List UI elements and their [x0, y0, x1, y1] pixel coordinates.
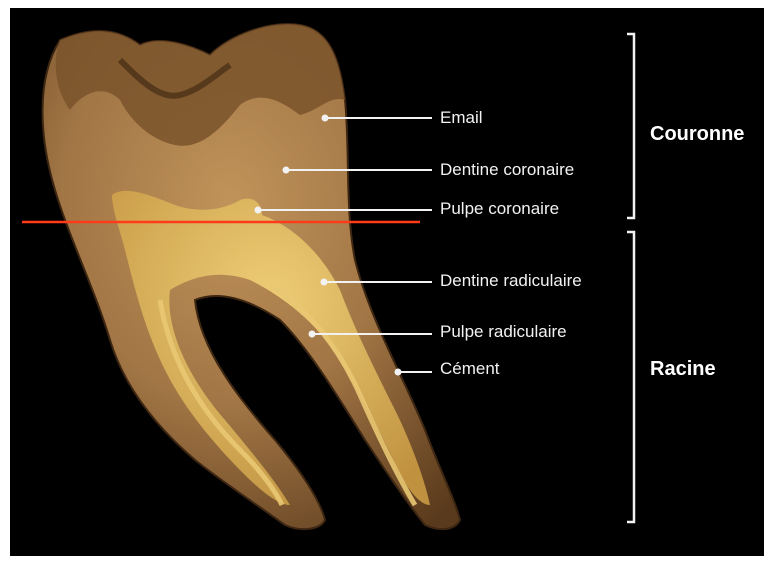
leader-pulpe-radiculaire-dot: [310, 332, 315, 337]
label-dentine-coronaire: Dentine coronaire: [440, 160, 574, 180]
label-dentine-radiculaire: Dentine radiculaire: [440, 271, 582, 291]
label-cement: Cément: [440, 359, 500, 379]
label-pulpe-coronaire: Pulpe coronaire: [440, 199, 559, 219]
crown-bracket: [627, 34, 634, 218]
leader-email-dot: [323, 116, 328, 121]
leader-cement-dot: [396, 370, 401, 375]
leader-pulpe-coronaire-dot: [256, 208, 261, 213]
label-pulpe-radiculaire: Pulpe radiculaire: [440, 322, 567, 342]
leader-dentine-radiculaire-dot: [322, 280, 327, 285]
group-label-crown: Couronne: [650, 122, 744, 146]
root-bracket: [627, 232, 634, 522]
leader-dentine-coronaire-dot: [284, 168, 289, 173]
group-label-root: Racine: [650, 357, 716, 381]
label-email: Email: [440, 108, 483, 128]
